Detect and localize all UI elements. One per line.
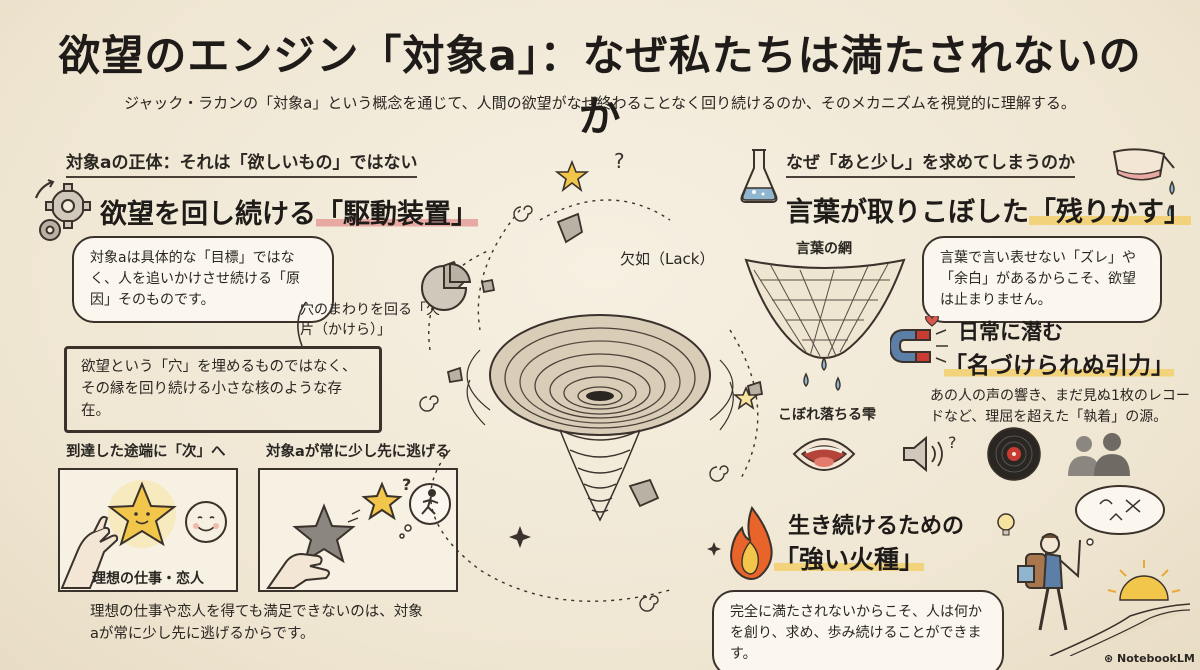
tornado-icon: ?	[419, 150, 764, 612]
left-bracket-text: 欲望という「穴」を埋めるものではなく、その縁を回り続ける小さな核のような存在。	[81, 359, 357, 419]
smiley-face-icon	[185, 501, 227, 543]
fire-bubble-text: 完全に満たされないからこそ、人は何かを創り、求め、歩み続けることができます。	[730, 604, 982, 662]
fire-head2: 「強い火種」	[774, 540, 925, 576]
page-subtitle: ジャック・ラカンの「対象a」という概念を通じて、人間の欲望がなぜ終わることなく回…	[124, 94, 1076, 112]
brand-text: NotebookLM	[1117, 652, 1195, 665]
flying-star-icon	[347, 481, 403, 523]
people-icon	[1068, 433, 1130, 476]
left-big-head-prefix: 欲望を回し続ける	[100, 199, 316, 230]
left-big-head-highlight: 「駆動装置」	[316, 199, 478, 230]
net-label: 言葉の網	[796, 241, 852, 257]
panel1-frame: 理想の仕事・恋人	[58, 468, 238, 592]
pointer-line	[297, 301, 307, 347]
magnet-icon	[890, 316, 948, 363]
lack-label: 欠如（Lack）	[620, 250, 715, 268]
left-section-head: 対象aの正体：それは「欲しいもの」ではない	[66, 148, 418, 178]
sparkle-marks	[509, 526, 721, 556]
left-bracket-box: 欲望という「穴」を埋めるものではなく、その縁を回り続ける小さな核のような存在。	[64, 346, 382, 434]
panel1-illustration	[60, 480, 227, 589]
question-mark-icon: ?	[614, 150, 625, 173]
pull-head2: 「名づけられぬ引力」	[944, 346, 1174, 380]
hand-icon	[60, 515, 119, 589]
pull-text: あの人の声の響き、まだ見ぬ1枚のレコードなど、理屈を超えた「執着」の源。	[930, 388, 1190, 425]
right-section-head: なぜ「あと少し」を求めてしまうのか	[786, 148, 1075, 178]
fire-head2-text: 「強い火種」	[774, 545, 925, 574]
left-bottom-text: 理想の仕事や恋人を得ても満足できないのは、対象aが常に少し先に逃げるからです。	[90, 604, 423, 642]
brand-icon: ⊛	[1104, 652, 1118, 665]
hiker-scene	[997, 485, 1190, 656]
question-mark-icon: ?	[948, 433, 957, 452]
heart-icon	[925, 316, 939, 327]
right-big-head-prefix: 言葉が取りこぼした	[786, 197, 1029, 228]
mouth-icon	[792, 438, 856, 471]
right-bubble-text: 言葉で言い表せない「ズレ」や「余白」があるからこそ、欲望は止まりません。	[940, 250, 1136, 308]
panel2-frame: ?	[258, 468, 458, 592]
fire-speech-bubble: 完全に満たされないからこそ、人は何かを創り、求め、歩み続けることができます。	[712, 590, 1004, 670]
water-drops-icon	[803, 356, 841, 391]
gear-icon	[34, 179, 91, 241]
star-icon	[554, 159, 760, 410]
lightbulb-icon	[997, 513, 1015, 536]
pull-head1: 日常に潜む	[958, 320, 1063, 344]
drop-label: こぼれ落ちる雫	[778, 407, 876, 423]
question-mark-icon: ?	[402, 475, 411, 494]
left-big-head: 欲望を回し続ける「駆動装置」	[100, 192, 478, 231]
panel2-illustration: ?	[266, 475, 451, 589]
sun-icon	[1107, 560, 1181, 601]
hiker-icon	[1017, 533, 1081, 631]
thought-bubble-icon	[399, 483, 451, 539]
star-icon	[107, 480, 177, 548]
hand-grabbing-icon	[266, 552, 330, 589]
page-title: 欲望のエンジン「対象a」：なぜ私たちは満たされないのか	[58, 31, 1142, 141]
pie-fragment-icon	[421, 262, 472, 311]
right-big-head-highlight: 「残りかす」	[1029, 197, 1191, 228]
fire-head1: 生き続けるための	[788, 514, 965, 539]
brand-label: ⊛ NotebookLM	[1104, 652, 1195, 665]
right-big-head: 言葉が取りこぼした「残りかす」	[786, 190, 1191, 229]
fragment-label: 穴のまわりを回る「欠片（かけら）」	[300, 302, 440, 339]
right-speech-bubble: 言葉で言い表せない「ズレ」や「余白」があるからこそ、欲望は止まりません。	[922, 236, 1162, 323]
net-icon	[744, 258, 906, 391]
thought-bubble-icon	[1075, 485, 1165, 546]
grey-star-icon	[292, 503, 356, 564]
left-speech-bubble: 対象aは具体的な「目標」ではなく、人を追いかけさせ続ける「原因」そのものです。	[72, 236, 334, 323]
panel1-head: 到達した途端に「次」へ	[66, 444, 226, 460]
spiral-marks	[419, 205, 729, 612]
panel2-head: 対象aが常に少し先に逃げる	[266, 444, 450, 460]
vinyl-record-icon	[987, 427, 1041, 481]
flask-icon	[740, 149, 778, 203]
left-bubble-text: 対象aは具体的な「目標」ではなく、人を追いかけさせ続ける「原因」そのものです。	[90, 250, 300, 308]
pull-head2-text: 「名づけられぬ引力」	[944, 353, 1174, 379]
fire-icon	[730, 506, 773, 580]
panel1-caption: 理想の仕事・恋人	[92, 571, 204, 587]
speaker-icon: ?	[903, 433, 957, 473]
